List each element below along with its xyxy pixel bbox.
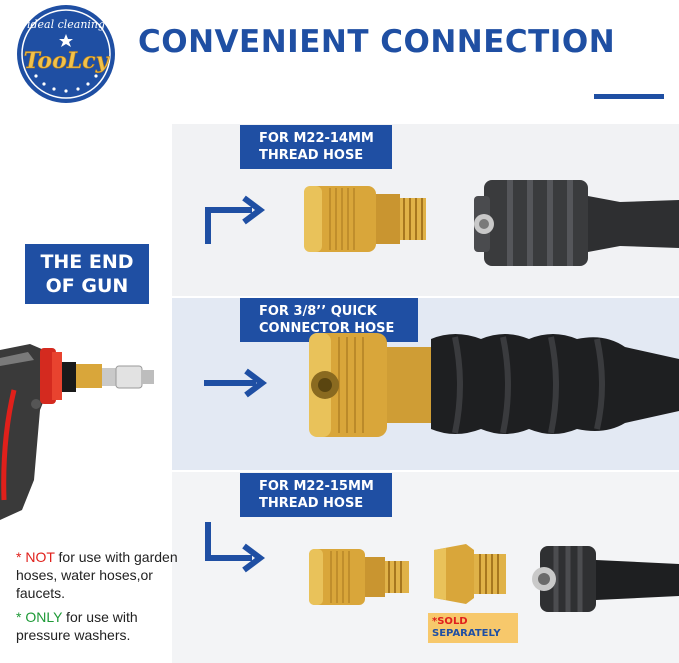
title-underline [594,94,664,99]
gun-end-label-line2: OF GUN [45,275,129,297]
connection-label-3-line2: THREAD HOSE [259,496,364,511]
brass-adapter-sold-separately [434,544,506,604]
sold-separately-badge: *SOLD SEPARATELY [428,613,518,643]
brand-logo: ideal cleaning TooLcy [14,4,124,106]
connection-label-3-line1: FOR M22-15MM [259,479,374,494]
sold-badge-star: * [432,616,438,627]
connection-label-2-line1: FOR 3/8’’ QUICK [259,304,377,319]
warning-note: * NOT for use with garden hoses, water h… [16,548,201,602]
logo-brand-text: TooLcy [24,48,111,74]
logo-badge-icon: ideal cleaning TooLcy [17,5,115,103]
warning-note-text: for use with garden hoses, water hoses,o… [16,549,178,601]
arrow-icon-1 [205,195,265,244]
connection-label-1-line1: FOR M22-14MM [259,131,374,146]
quick-connector-hose [309,333,679,437]
sold-badge-line1: SOLD [437,616,468,627]
brass-quick-coupler-1 [304,186,426,252]
spray-gun-icon [0,344,154,520]
usage-note-mark: * ONLY [16,609,63,625]
usage-note-text: for use with pressure washers. [16,609,138,643]
usage-note: * ONLY for use with pressure washers. [16,608,191,644]
m22-14mm-hose-fitting [474,180,679,266]
logo-top-text: ideal cleaning [27,18,105,31]
page-title: CONVENIENT CONNECTION [138,24,616,60]
connection-label-3: FOR M22-15MM THREAD HOSE [240,473,392,517]
m22-15mm-hose-fitting [532,546,679,612]
arrow-icon-2 [204,368,267,398]
arrow-icon-3 [205,522,265,573]
connection-label-1: FOR M22-14MM THREAD HOSE [240,125,392,169]
connection-label-2-line2: CONNECTOR HOSE [259,321,395,336]
connection-label-1-line2: THREAD HOSE [259,148,364,163]
sold-badge-line2: SEPARATELY [432,628,501,639]
brass-quick-coupler-2 [309,549,409,605]
gun-end-label-line1: THE END [40,251,134,273]
warning-note-mark: * NOT [16,549,55,565]
gun-end-label: THE END OF GUN [25,244,149,304]
